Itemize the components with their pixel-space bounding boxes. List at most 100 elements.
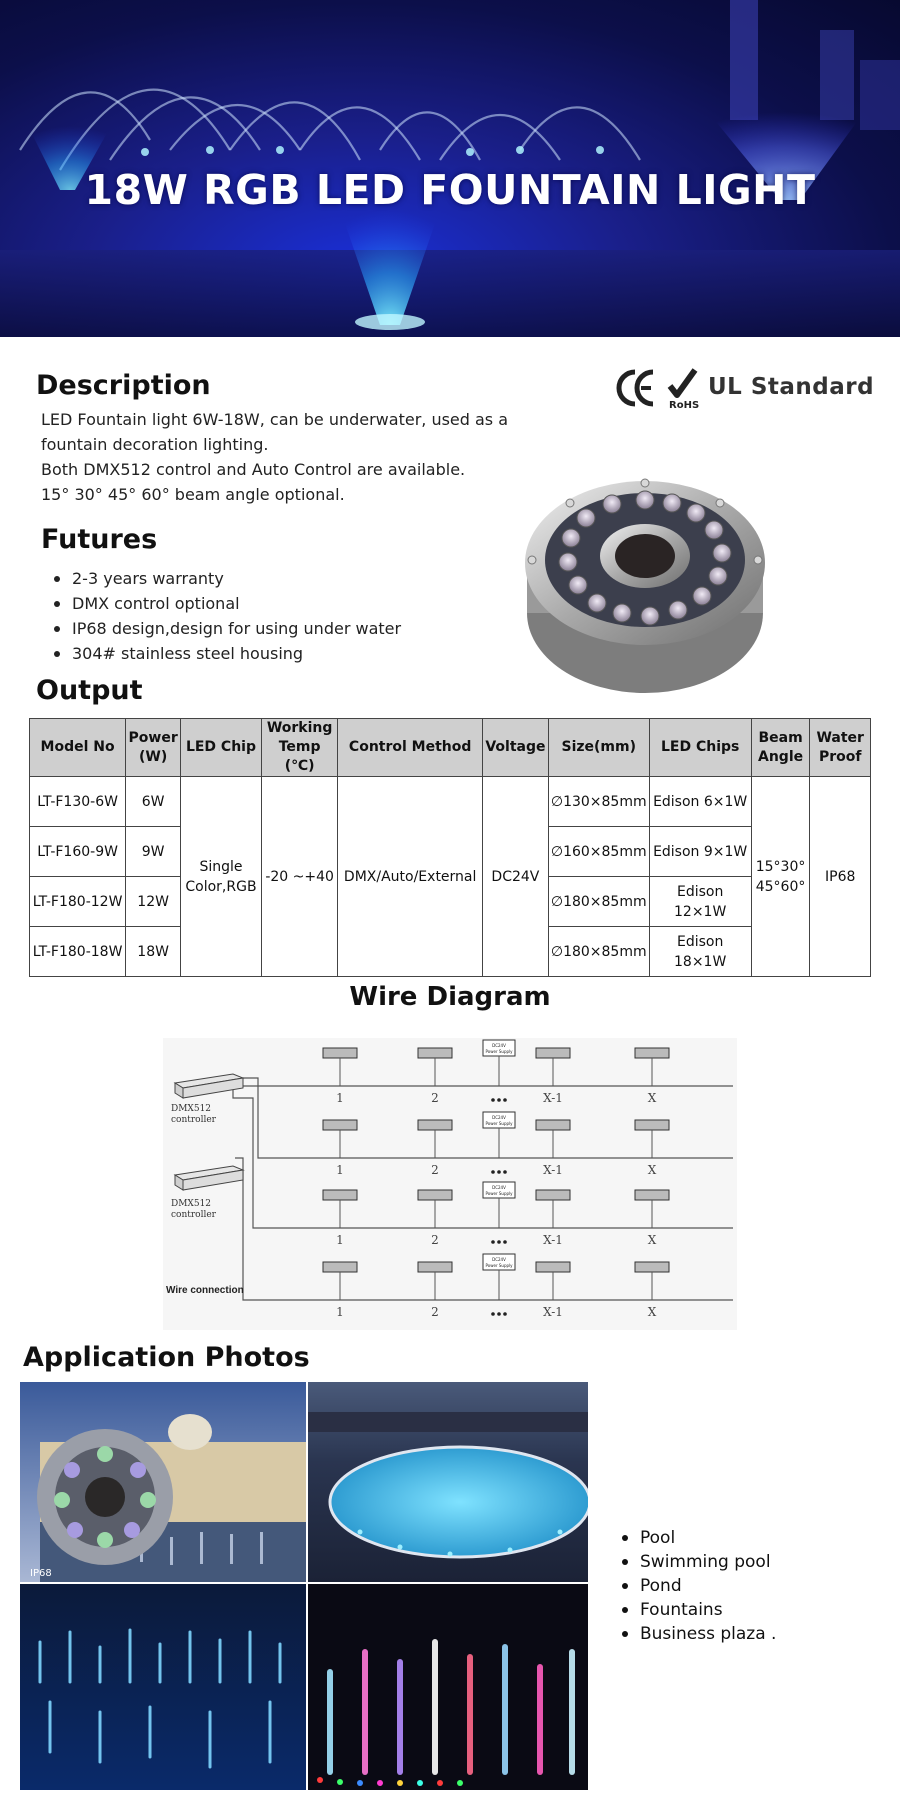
description-line: LED Fountain light 6W-18W, can be underw… (41, 410, 509, 429)
model-cell: LT-F160-9W (28, 826, 127, 877)
power-cell: 6W (125, 776, 182, 827)
voltage-cell: DC24V (481, 776, 549, 977)
node-label: X-1 (543, 1091, 563, 1105)
description-line: fountain decoration lighting. (41, 435, 269, 454)
hero-banner: 18W RGB LED FOUNTAIN LIGHT (0, 0, 900, 337)
wire-diagram-heading: Wire Diagram (349, 982, 551, 1012)
power-cell: 18W (125, 926, 182, 977)
controller-label: controller (171, 1115, 217, 1125)
ul-standard-label: UL Standard (708, 374, 875, 400)
application-photos-heading: Application Photos (23, 1342, 310, 1373)
column-header: Beam Angle (750, 718, 811, 777)
power-supply-label: Power Supply (486, 1191, 514, 1196)
led-chips-cell: Edison 18×1W (648, 926, 752, 977)
led-chips-cell: Edison 6×1W (648, 776, 752, 827)
power-cell: 12W (125, 876, 182, 927)
wire-diagram: DMX512 controller DMX512 controller Wire… (163, 1038, 737, 1330)
application-item: Pond (620, 1574, 776, 1598)
ip68-badge: IP68 (30, 1568, 52, 1579)
controller-label: DMX512 (171, 1199, 211, 1209)
node-label: 2 (431, 1305, 439, 1319)
table-header-row: Model No Power (W) LED Chip Working Temp… (28, 718, 871, 777)
applications-list: Pool Swimming pool Pond Fountains Busine… (620, 1526, 776, 1646)
power-cell: 9W (125, 826, 182, 877)
banner-title: 18W RGB LED FOUNTAIN LIGHT (84, 166, 816, 214)
model-cell: LT-F180-18W (28, 926, 127, 977)
node-label: 1 (336, 1305, 344, 1319)
column-header: Working Temp (℃) (260, 718, 339, 777)
application-item: Business plaza . (620, 1622, 776, 1646)
controller-label: controller (171, 1210, 217, 1220)
led-chips-cell: Edison 9×1W (648, 826, 752, 877)
size-cell: ∅180×85mm (547, 876, 650, 927)
fountain-scene-illustration (0, 0, 900, 337)
node-label: 1 (336, 1163, 344, 1177)
table-row: LT-F180-18W 18W ∅180×85mm Edison 18×1W (28, 926, 871, 977)
output-heading: Output (36, 675, 143, 706)
feature-item: 304# stainless steel housing (42, 641, 401, 666)
node-label: 2 (431, 1091, 439, 1105)
fountain-light-product-image (525, 478, 765, 693)
node-label: X-1 (543, 1305, 563, 1319)
dmx512-controller-icon (173, 1165, 245, 1191)
fixture-row (322, 1039, 670, 1102)
specification-table: Model No Power (W) LED Chip Working Temp… (28, 718, 871, 977)
description-line: 15° 30° 45° 60° beam angle optional. (41, 485, 345, 504)
application-photo-plaza: IP68 (20, 1382, 306, 1582)
power-supply-label: Power Supply (486, 1263, 514, 1268)
dmx512-controller-icon (173, 1073, 245, 1099)
led-chip-cell: Single Color,RGB (180, 776, 262, 977)
column-header: LED Chips (648, 718, 752, 777)
column-header: Water Proof (809, 718, 871, 777)
features-heading: Futures (41, 524, 158, 555)
column-header: Size(mm) (547, 718, 650, 777)
application-photo-pool (308, 1382, 588, 1582)
power-supply-label: Power Supply (486, 1049, 514, 1054)
description-text: LED Fountain light 6W-18W, can be underw… (41, 407, 509, 507)
column-header: Voltage (481, 718, 549, 777)
features-list: 2-3 years warranty DMX control optional … (42, 566, 401, 666)
working-temp-cell: -20 ~+40 (260, 776, 339, 977)
node-label: X (648, 1305, 657, 1319)
beam-angle-cell: 15°30° 45°60° (750, 776, 811, 977)
waterproof-cell: IP68 (809, 776, 871, 977)
column-header: LED Chip (180, 718, 262, 777)
node-label: 1 (336, 1091, 344, 1105)
column-header: Power (W) (125, 718, 182, 777)
description-heading: Description (36, 370, 211, 401)
node-label: X (648, 1163, 657, 1177)
model-cell: LT-F130-6W (28, 776, 127, 827)
node-label: 2 (431, 1163, 439, 1177)
ce-mark-icon (616, 369, 654, 407)
power-supply-label: DC24V (492, 1185, 506, 1190)
application-photo-grid: IP68 (20, 1382, 588, 1790)
node-label: X (648, 1091, 657, 1105)
control-method-cell: DMX/Auto/External (337, 776, 483, 977)
controller-label: DMX512 (171, 1104, 211, 1114)
application-item: Pool (620, 1526, 776, 1550)
table-row: LT-F130-6W 6W Single Color,RGB -20 ~+40 … (28, 776, 871, 977)
node-label: X-1 (543, 1233, 563, 1247)
node-label: 2 (431, 1233, 439, 1247)
power-supply-label: DC24V (492, 1115, 506, 1120)
feature-item: IP68 design,design for using under water (42, 616, 401, 641)
node-label: 1 (336, 1233, 344, 1247)
rohs-mark-icon: RoHS (667, 368, 699, 410)
column-header: Control Method (337, 718, 483, 777)
led-chips-cell: Edison 12×1W (648, 876, 752, 927)
power-supply-label: Power Supply (486, 1121, 514, 1126)
size-cell: ∅180×85mm (547, 926, 650, 977)
certification-marks: RoHS (616, 368, 699, 410)
application-item: Swimming pool (620, 1550, 776, 1574)
feature-item: DMX control optional (42, 591, 401, 616)
fixture-row (322, 1181, 670, 1244)
application-photo-colorful-fountains (308, 1584, 588, 1790)
fixture-row (322, 1111, 670, 1174)
wire-connection-label: Wire connection (166, 1285, 244, 1296)
model-cell: LT-F180-12W (28, 876, 127, 927)
description-line: Both DMX512 control and Auto Control are… (41, 460, 466, 479)
application-photo-fountains (20, 1584, 306, 1790)
column-header: Model No (28, 718, 127, 777)
svg-text:RoHS: RoHS (669, 400, 699, 410)
power-supply-label: DC24V (492, 1257, 506, 1262)
